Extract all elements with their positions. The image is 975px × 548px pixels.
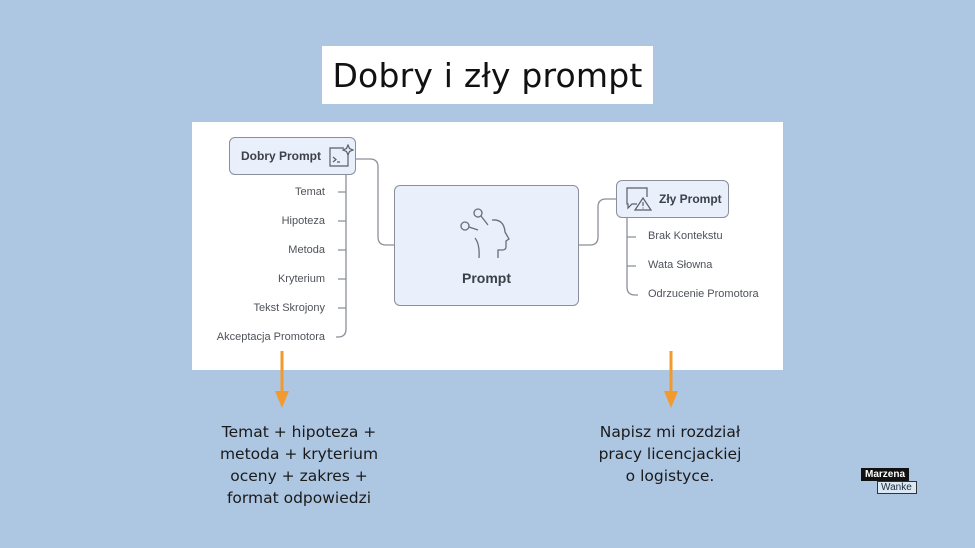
good-item: Metoda bbox=[288, 244, 325, 256]
prompt-center-label: Prompt bbox=[462, 269, 511, 286]
caption-line: oceny + zakres + bbox=[230, 467, 368, 485]
logo-line2: Wanke bbox=[877, 481, 917, 494]
diagram-panel: Dobry Prompt Temat Hipoteza Metoda Kryte… bbox=[192, 122, 783, 370]
good-prompt-caption: Temat + hipoteza + metoda + kryterium oc… bbox=[196, 421, 402, 509]
bad-prompt-label: Zły Prompt bbox=[659, 192, 722, 206]
author-logo: Marzena Wanke bbox=[861, 464, 917, 494]
caption-line: pracy licencjackiej bbox=[598, 445, 742, 463]
slide-title: Dobry i zły prompt bbox=[332, 55, 643, 95]
arrow-down-icon bbox=[275, 351, 289, 408]
bad-prompt-caption: Napisz mi rozdział pracy licencjackiej o… bbox=[572, 421, 768, 487]
good-item: Temat bbox=[295, 186, 325, 198]
bad-item: Odrzucenie Promotora bbox=[648, 288, 759, 300]
connector-lines bbox=[336, 158, 638, 338]
good-item: Hipoteza bbox=[281, 215, 325, 227]
good-item: Akceptacja Promotora bbox=[216, 331, 325, 343]
arrow-down-icon bbox=[664, 351, 678, 408]
good-item: Kryterium bbox=[277, 273, 325, 285]
bad-item: Brak Kontekstu bbox=[648, 230, 723, 242]
good-prompt-label: Dobry Prompt bbox=[241, 149, 322, 163]
logo-line1: Marzena bbox=[861, 468, 910, 481]
caption-line: o logistyce. bbox=[625, 467, 715, 485]
head-nodes-icon bbox=[459, 207, 510, 258]
caption-line: metoda + kryterium bbox=[219, 445, 379, 463]
good-item: Tekst Skrojony bbox=[253, 302, 325, 314]
caption-line: Napisz mi rozdział bbox=[599, 423, 741, 441]
terminal-sparkle-icon bbox=[329, 144, 355, 167]
bad-item: Wata Słowna bbox=[648, 259, 713, 271]
prompt-center-node: Prompt bbox=[394, 185, 579, 306]
caption-line: Temat + hipoteza + bbox=[221, 423, 377, 441]
bad-prompt-node: Zły Prompt bbox=[616, 180, 729, 218]
caption-line: format odpowiedzi bbox=[226, 489, 372, 507]
chat-warning-icon bbox=[626, 187, 653, 211]
slide-title-box: Dobry i zły prompt bbox=[322, 46, 653, 104]
good-prompt-node: Dobry Prompt bbox=[229, 137, 356, 175]
